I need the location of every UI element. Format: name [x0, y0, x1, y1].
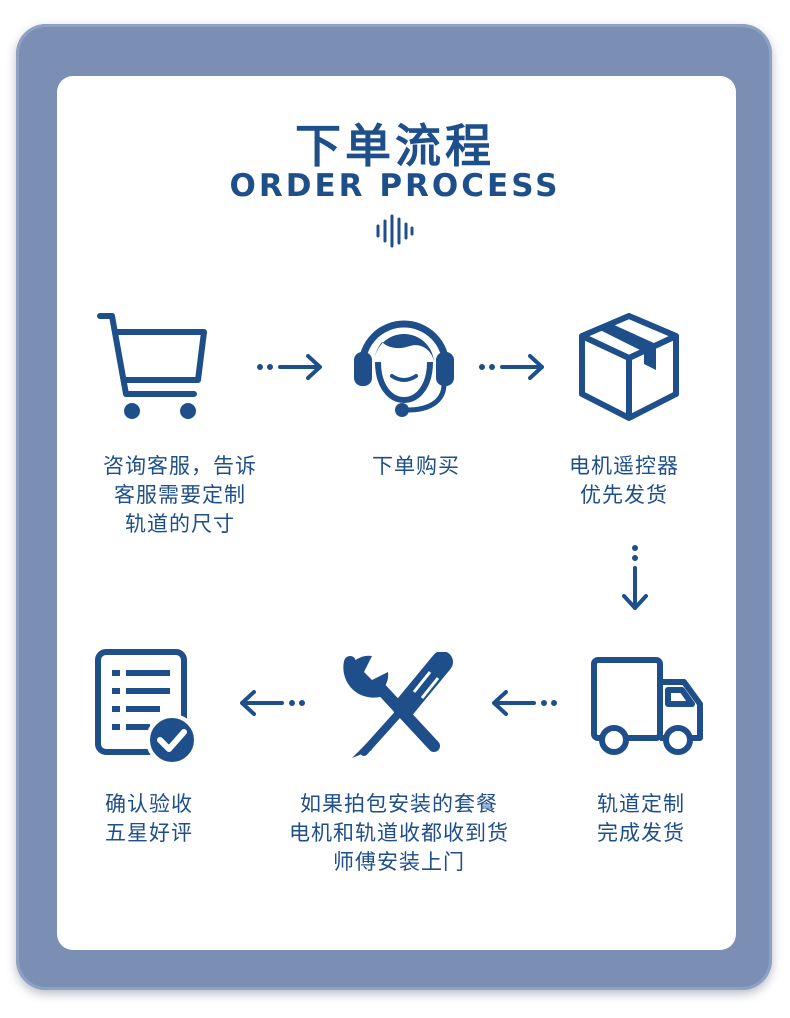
arrow-right-icon	[479, 354, 544, 380]
arrow-left-icon	[492, 690, 557, 716]
shopping-cart-icon	[97, 313, 207, 419]
step-6-line-2: 五星好评	[105, 821, 193, 845]
package-box-icon	[579, 313, 679, 421]
step-1-line-3: 轨道的尺寸	[125, 512, 235, 536]
step-5-label: 如果拍包安装的套餐 电机和轨道收都收到货 师傅安装上门	[254, 790, 544, 877]
step-5-line-2: 电机和轨道收都收到货	[289, 821, 509, 845]
delivery-truck-icon	[591, 657, 703, 755]
step-3-line-2: 优先发货	[580, 483, 668, 507]
checklist-document-icon	[95, 649, 198, 766]
step-5-line-1: 如果拍包安装的套餐	[300, 792, 498, 816]
step-4-label: 轨道定制 完成发货	[556, 790, 726, 848]
page-subtitle: ORDER PROCESS	[229, 168, 561, 204]
sound-wave-icon	[376, 214, 414, 248]
wrench-screwdriver-icon	[343, 652, 453, 758]
step-1-line-2: 客服需要定制	[114, 483, 246, 507]
step-5-line-3: 师傅安装上门	[333, 850, 465, 874]
step-6-line-1: 确认验收	[105, 792, 193, 816]
step-2-line-1: 下单购买	[372, 454, 460, 478]
arrow-left-icon	[240, 690, 305, 716]
page-title: 下单流程	[295, 119, 495, 173]
arrow-down-icon	[622, 545, 648, 610]
arrow-right-icon	[257, 354, 322, 380]
step-2-label: 下单购买	[316, 452, 516, 481]
content-card	[57, 76, 736, 950]
step-4-line-2: 完成发货	[597, 821, 685, 845]
step-4-line-1: 轨道定制	[597, 792, 685, 816]
customer-service-headset-icon	[354, 320, 454, 417]
step-3-line-1: 电机遥控器	[569, 454, 679, 478]
step-1-line-1: 咨询客服，告诉	[103, 454, 257, 478]
step-3-label: 电机遥控器 优先发货	[534, 452, 714, 510]
step-6-label: 确认验收 五星好评	[64, 790, 234, 848]
step-1-label: 咨询客服，告诉 客服需要定制 轨道的尺寸	[70, 452, 290, 539]
